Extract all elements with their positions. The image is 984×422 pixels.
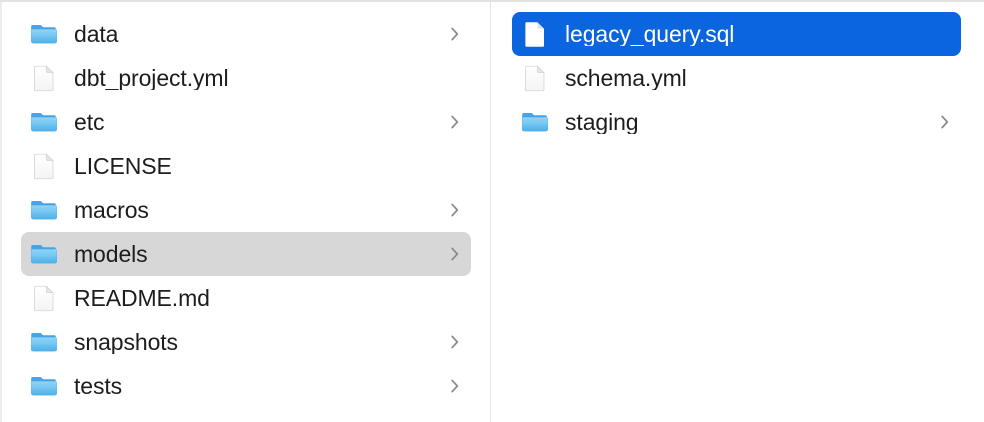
document-icon [30, 152, 58, 180]
document-icon [30, 284, 58, 312]
folder-row[interactable]: snapshots [21, 320, 471, 364]
folder-icon [30, 372, 58, 400]
folder-icon [30, 20, 58, 48]
folder-row[interactable]: etc [21, 100, 471, 144]
item-label: staging [565, 110, 639, 134]
item-label: README.md [74, 286, 210, 310]
folder-row[interactable]: models [21, 232, 471, 276]
folder-row[interactable]: macros [21, 188, 471, 232]
document-icon [521, 64, 549, 92]
chevron-right-icon [449, 245, 461, 263]
folder-icon [521, 108, 549, 136]
chevron-right-icon [449, 113, 461, 131]
file-row[interactable]: LICENSE [21, 144, 471, 188]
folder-row[interactable]: data [21, 12, 471, 56]
document-icon [521, 20, 549, 48]
folder-row[interactable]: tests [21, 364, 471, 408]
document-icon [30, 64, 58, 92]
folder-icon [30, 328, 58, 356]
finder-column-parent[interactable]: data dbt_project.yml [0, 2, 491, 422]
chevron-right-icon [449, 25, 461, 43]
chevron-right-icon [449, 201, 461, 219]
item-label: snapshots [74, 330, 178, 354]
file-row[interactable]: legacy_query.sql [512, 12, 961, 56]
item-label: macros [74, 198, 149, 222]
finder-column-child[interactable]: legacy_query.sql schema.yml [491, 2, 982, 422]
folder-row[interactable]: staging [512, 100, 961, 144]
item-label: models [74, 242, 148, 266]
folder-icon [30, 108, 58, 136]
item-label: etc [74, 110, 105, 134]
item-label: schema.yml [565, 66, 687, 90]
item-label: legacy_query.sql [565, 22, 735, 46]
file-row[interactable]: dbt_project.yml [21, 56, 471, 100]
folder-icon [30, 240, 58, 268]
chevron-right-icon [939, 113, 951, 131]
chevron-right-icon [449, 333, 461, 351]
item-label: tests [74, 374, 123, 398]
file-row[interactable]: README.md [21, 276, 471, 320]
file-row[interactable]: schema.yml [512, 56, 961, 100]
item-label: dbt_project.yml [74, 66, 229, 90]
chevron-right-icon [449, 377, 461, 395]
folder-icon [30, 196, 58, 224]
item-label: LICENSE [74, 154, 172, 178]
item-label: data [74, 22, 119, 46]
